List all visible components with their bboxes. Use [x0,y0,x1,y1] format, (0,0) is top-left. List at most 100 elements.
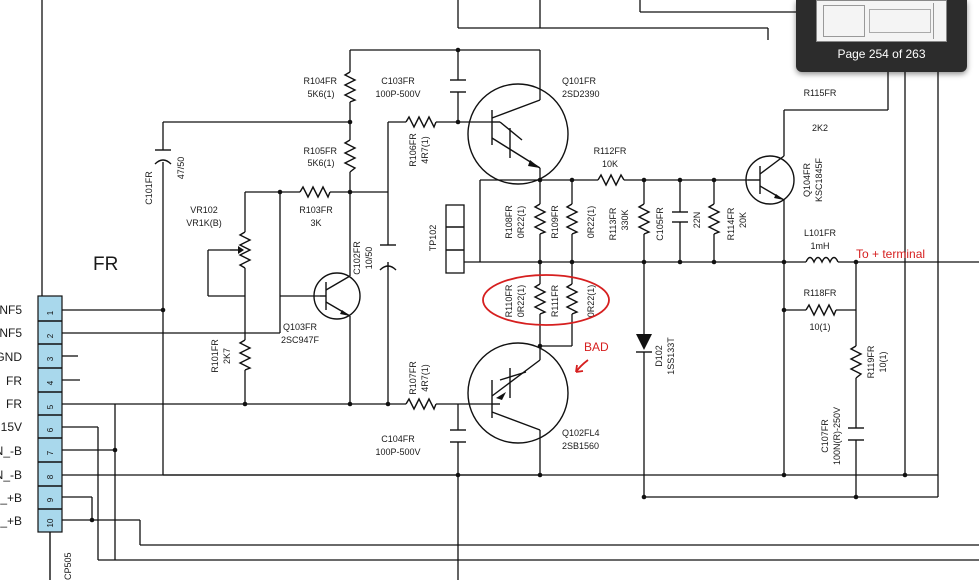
q104-ref: Q104FR [802,162,812,197]
r101-value: 2K7 [222,348,232,364]
r103-ref: R103FR [299,205,333,215]
page-thumbnail-image[interactable] [816,0,947,42]
r118-symbol [805,303,837,317]
pin-number: 4 [46,380,55,385]
r106-symbol [405,115,437,129]
l101-value: 1mH [810,241,829,251]
r119-symbol [849,345,863,379]
q101-value: 2SD2390 [562,89,600,99]
l101-symbol [805,256,839,264]
d102-symbol [636,334,652,353]
bad-arrow-icon [575,359,589,373]
vr102-value: VR1K(B) [186,218,222,228]
resistors [230,71,863,411]
q101-symbol [467,83,569,185]
signal-label: NF5 [0,326,22,340]
c105-ref: C105FR [655,207,665,241]
vr102-ref: VR102 [190,205,218,215]
pin-number: 5 [46,404,55,409]
connector-cp505: 1 2 3 4 5 6 7 8 9 10 NF5 NF5 GND FR FR 1… [0,295,73,580]
q102-symbol [467,342,569,444]
r101-symbol [238,339,252,371]
r108-ref: R108FR [504,205,514,239]
c103-ref: C103FR [381,76,415,86]
q103-value: 2SC947F [281,335,320,345]
q104-value: KSC1845F [814,157,824,202]
signal-label: _+B [0,491,22,505]
tp102-symbol [445,204,465,274]
r114-value: 20K [738,212,748,228]
signal-label: GND [0,350,22,364]
pin-number: 10 [46,518,55,527]
r108-value: 0R22(1) [516,206,526,239]
r101-ref: R101FR [210,339,220,373]
r107-ref: R107FR [408,361,418,395]
r112-value: 10K [602,159,618,169]
c101-value: 47/50 [176,157,186,180]
r118-ref: R118FR [804,288,837,298]
r110-value: 0R22(1) [516,285,526,318]
r113-ref: R113FR [608,207,618,240]
signal-label: FR [6,397,22,411]
junctions [89,47,908,523]
c105-value: 22N [692,212,702,229]
capacitors [154,79,864,443]
r109-symbol [565,203,579,235]
to-terminal-note: To + terminal [856,247,925,261]
r111-value: 0R22(1) [586,285,596,318]
q103-symbol [313,272,361,320]
signal-label: FR [6,374,22,388]
wires [41,0,979,580]
r110-ref: R110FR [504,284,514,317]
r109-ref: R109FR [550,205,560,239]
c102-ref: C102FR [352,241,362,275]
c104-ref: C104FR [381,434,415,444]
r111-symbol [565,283,579,315]
r113-value: 330K [620,209,630,230]
r112-ref: R112FR [594,146,627,156]
page-thumbnail-popup[interactable]: Page 254 of 263 [796,0,967,72]
r109-value: 0R22(1) [586,206,596,239]
c101-ref: C101FR [144,171,154,205]
r107-symbol [405,397,437,411]
r119-ref: R119FR [866,345,876,378]
r106-value: 4R7(1) [420,136,430,164]
l101-ref: L101FR [804,228,837,238]
c103-value: 100P-500V [375,89,420,99]
pin-number: 6 [46,427,55,432]
r107-value: 4R7(1) [420,364,430,392]
c107-value: 100N(R)-250V [832,407,842,465]
vr102-symbol [238,231,252,269]
q102-value: 2SB1560 [562,441,599,451]
c104-value: 100P-500V [375,447,420,457]
pin-number: 7 [46,450,55,455]
bad-highlight-circle [482,274,610,326]
r113-symbol [637,203,651,235]
r119-value: 10(1) [878,351,888,372]
r114-ref: R114FR [726,207,736,240]
q102-ref: Q102FL4 [562,428,600,438]
signal-label: 15V [1,420,22,434]
q101-ref: Q101FR [562,76,597,86]
r104-ref: R104FR [303,76,337,86]
pin-number: 9 [46,497,55,502]
page-indicator: Page 254 of 263 [837,47,926,61]
q103-ref: Q103FR [283,322,318,332]
d102-ref: D102 [654,345,664,367]
connector-ref: CP505 [63,552,73,580]
r105-value: 5K6(1) [307,158,334,168]
d102-value: 1SS133T [666,337,676,375]
r105-ref: R105FR [303,146,337,156]
r110-symbol [533,283,547,315]
c102-value: 10/50 [364,247,374,270]
component-labels: R104FR 5K6(1) C103FR 100P-500V Q101FR 2S… [144,76,888,465]
pin-number: 2 [46,333,55,338]
r111-ref: R111FR [550,284,560,317]
r115-ref: R115FR [804,88,837,98]
pin-number: 8 [46,474,55,479]
r105-symbol [343,139,357,173]
c107-ref: C107FR [820,419,830,453]
r112-symbol [597,173,625,187]
